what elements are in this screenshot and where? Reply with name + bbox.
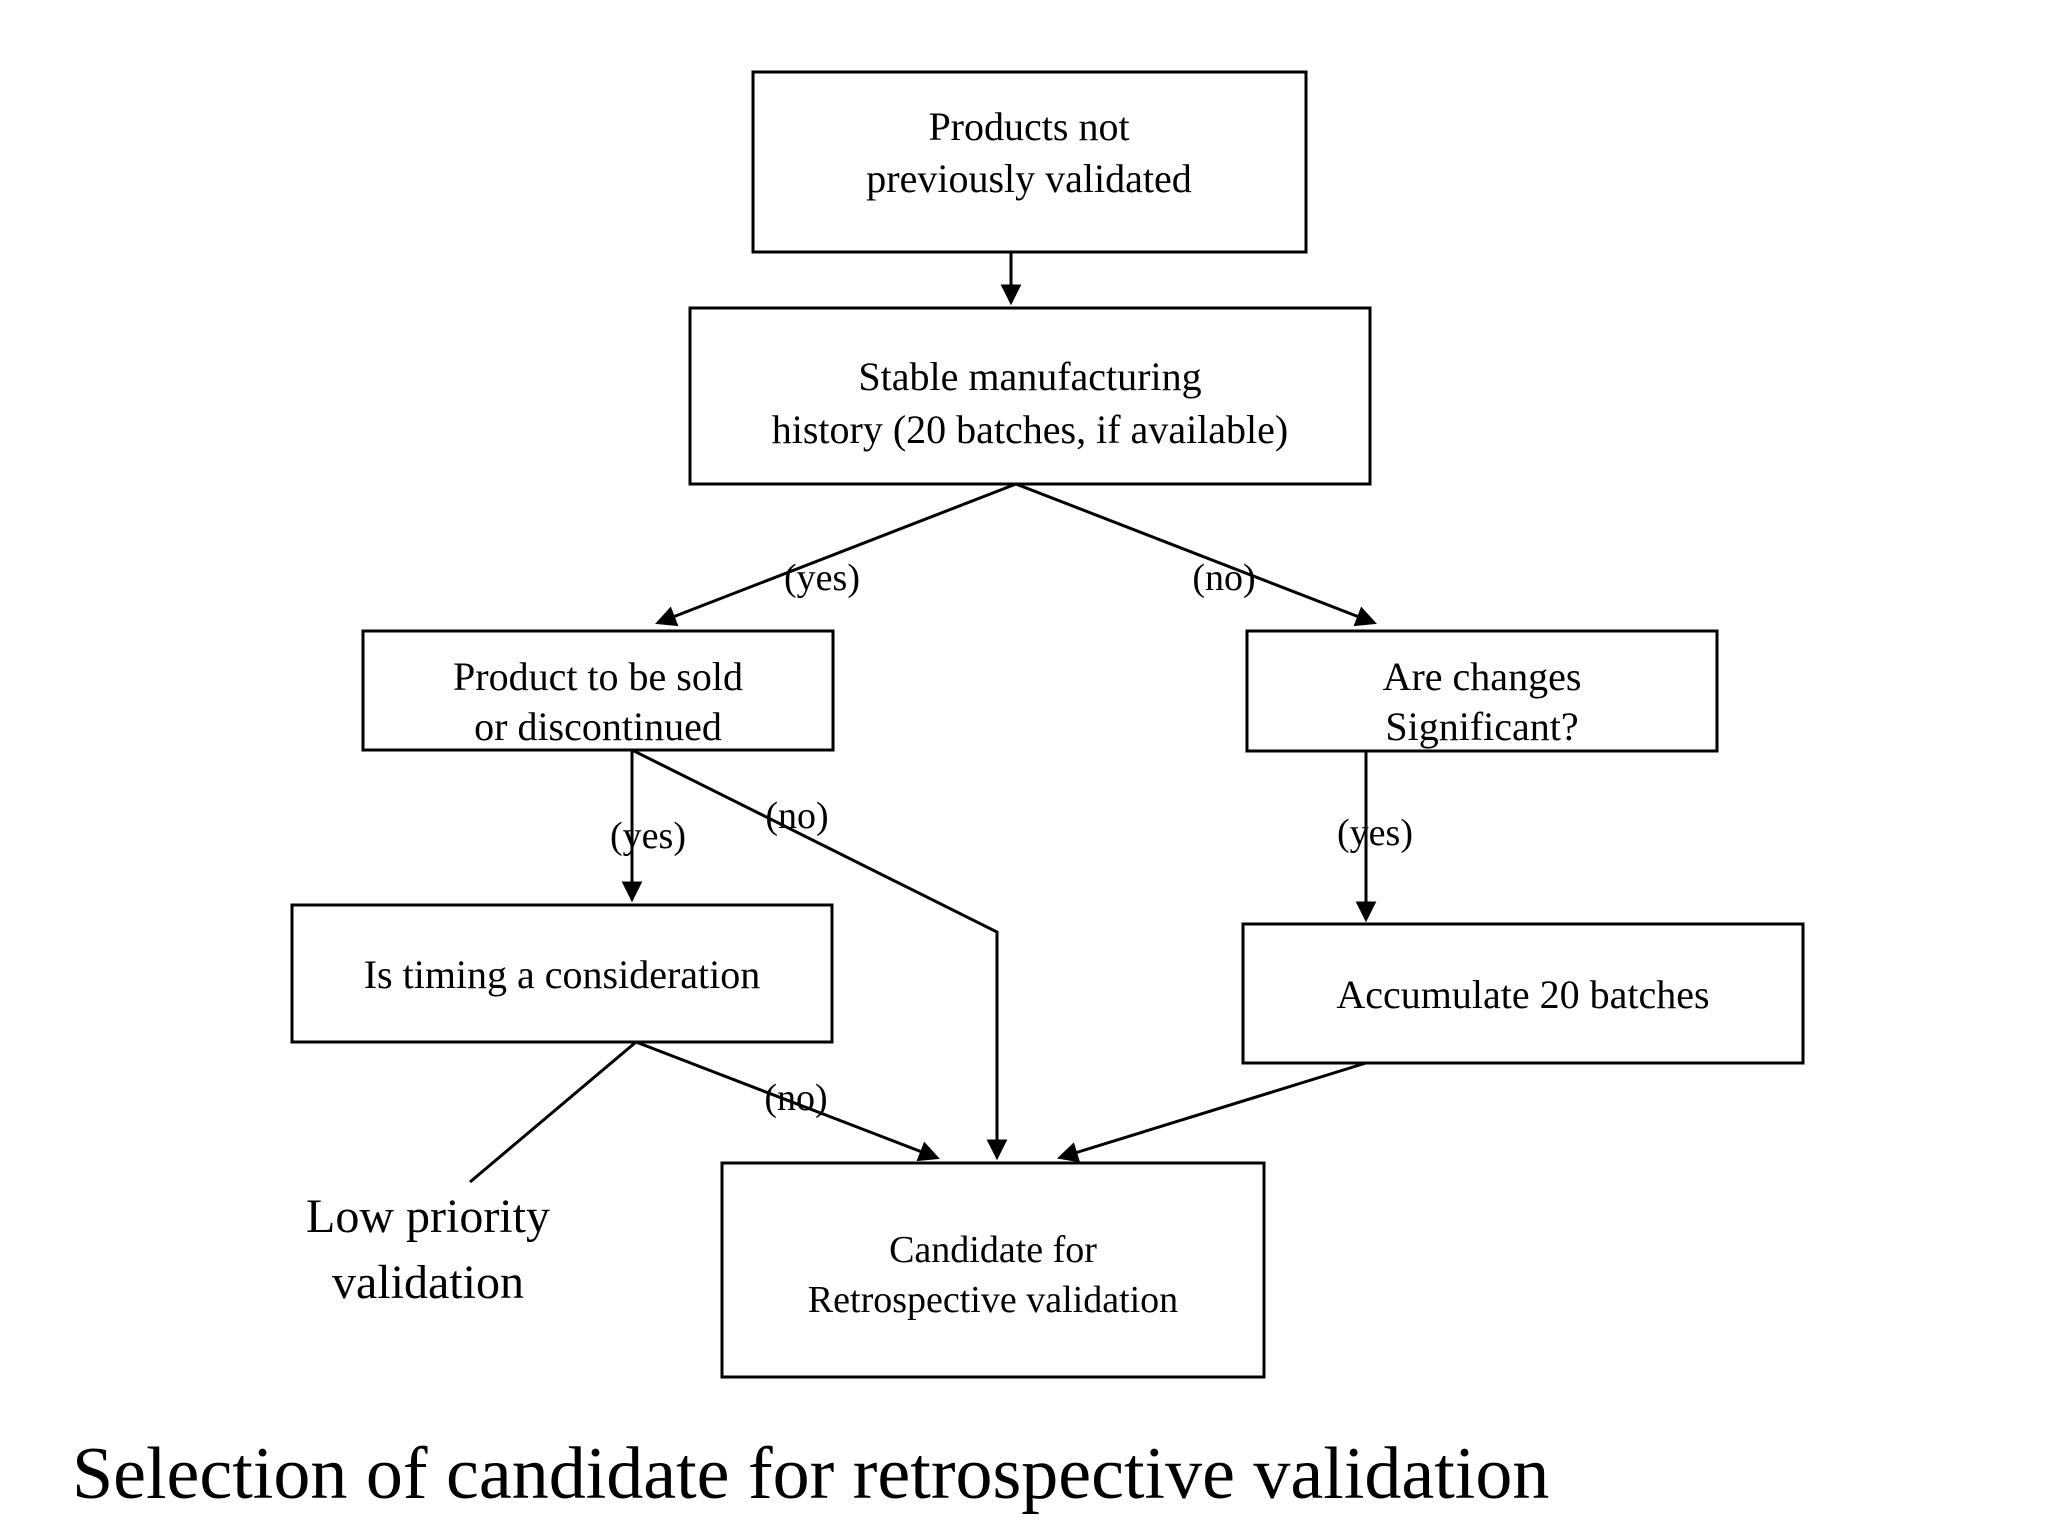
node-is-timing-a-consideration[interactable]: Is timing a consideration: [290, 903, 834, 1044]
edge-label-changes-yes: (yes): [1337, 812, 1413, 854]
low-priority-validation-line2: validation: [332, 1256, 524, 1309]
edge-history-yes-to-product: [655, 482, 1017, 627]
low-priority-validation-line1: Low priority: [306, 1190, 550, 1243]
node-products-not-validated-line1: Products not: [928, 104, 1129, 149]
edge-product-no-to-candidate: [631, 748, 1008, 1161]
node-stable-manufacturing-history-line1: Stable manufacturing: [858, 354, 1201, 399]
node-product-sold-or-discontinued-line1: Product to be sold: [453, 654, 743, 699]
node-accumulate-20-batches-line1: Accumulate 20 batches: [1336, 972, 1709, 1017]
node-is-timing-a-consideration-line1: Is timing a consideration: [364, 952, 761, 997]
node-candidate-line1: Candidate for: [889, 1229, 1097, 1271]
node-are-changes-significant[interactable]: Are changes Significant?: [1245, 629, 1719, 753]
node-accumulate-20-batches-box[interactable]: [1241, 922, 1805, 1065]
edge-label-product-yes: (yes): [610, 815, 686, 857]
edge-history-no-to-changes: [1015, 482, 1377, 627]
node-are-changes-significant-line2: Significant?: [1385, 704, 1578, 749]
node-stable-manufacturing-history-box[interactable]: [688, 306, 1372, 486]
edge-label-product-no: (no): [765, 795, 828, 837]
node-stable-manufacturing-history[interactable]: Stable manufacturing history (20 batches…: [688, 306, 1372, 486]
edge-accumulate-to-candidate: [1056, 1061, 1367, 1163]
node-candidate-for-retrospective-validation[interactable]: Candidate for Retrospective validation: [720, 1161, 1266, 1379]
node-are-changes-significant-line1: Are changes: [1383, 654, 1582, 699]
edge-timing-to-low-priority: [469, 1040, 637, 1184]
edge-label-timing-no: (no): [764, 1077, 827, 1119]
node-accumulate-20-batches[interactable]: Accumulate 20 batches: [1241, 922, 1805, 1065]
node-products-not-validated[interactable]: Products not previously validated: [751, 70, 1308, 254]
node-product-sold-or-discontinued-box[interactable]: [361, 629, 835, 752]
edge-label-history-yes: (yes): [784, 557, 860, 599]
edge-label-history-no: (no): [1192, 557, 1255, 599]
node-products-not-validated-box[interactable]: [751, 70, 1308, 254]
node-products-not-validated-line2: previously validated: [866, 156, 1191, 201]
node-candidate-for-retrospective-validation-box[interactable]: [720, 1161, 1266, 1379]
edge-timing-no-to-candidate: [635, 1040, 940, 1162]
diagram-caption: Selection of candidate for retrospective…: [72, 1433, 1549, 1515]
node-product-sold-or-discontinued[interactable]: Product to be sold or discontinued: [361, 629, 835, 752]
node-stable-manufacturing-history-line2: history (20 batches, if available): [772, 407, 1288, 452]
node-is-timing-a-consideration-box[interactable]: [290, 903, 834, 1044]
node-are-changes-significant-box[interactable]: [1245, 629, 1719, 753]
node-candidate-line2: Retrospective validation: [808, 1279, 1178, 1321]
node-product-sold-or-discontinued-line2: or discontinued: [474, 704, 722, 749]
